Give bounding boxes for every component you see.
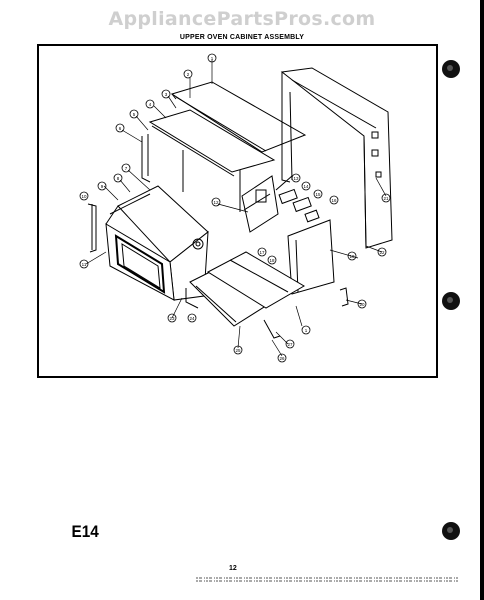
callout-number: 23 [169, 316, 175, 321]
side-panel [287, 219, 335, 295]
callout-number: 20 [359, 302, 365, 307]
page-code: E14 [71, 522, 99, 541]
callout-number: 11 [82, 262, 87, 267]
callout-number: 4 [149, 102, 152, 107]
control-bracket [241, 175, 279, 233]
components [275, 175, 320, 223]
callout-number: 10 [81, 194, 87, 199]
callout-number: 17 [259, 250, 265, 255]
callout-number: 26 [279, 356, 285, 361]
callout-number: 24 [189, 316, 195, 321]
back-panel [280, 67, 393, 249]
callout-number: 22 [379, 250, 385, 255]
callout-number: 9 [101, 184, 104, 189]
page-number: 12 [229, 565, 237, 572]
callout-number: 19 [349, 254, 355, 259]
binder-hole-top [442, 60, 460, 78]
callout-number: 12 [213, 200, 219, 205]
callout-number: 25 [235, 348, 241, 353]
rails [185, 287, 349, 339]
callout-number: 3 [165, 92, 168, 97]
binder-hole-middle [442, 292, 460, 310]
left-bracket [141, 134, 151, 183]
callout-number: 8 [117, 176, 120, 181]
callout-number: 5 [133, 112, 136, 117]
callout-number: 14 [303, 184, 309, 189]
binder-hole-bottom [442, 522, 460, 540]
hinge-strip [87, 203, 97, 253]
callout-number: 16 [331, 198, 337, 203]
top-panel [170, 81, 307, 153]
leader-lines [85, 60, 387, 357]
watermark: AppliancePartsPros.com [108, 8, 376, 30]
diagram-title: UPPER OVEN CABINET ASSEMBLY [179, 34, 305, 41]
inner-shelf [148, 109, 276, 212]
callout-number: 21 [383, 196, 389, 201]
callout-number: 6 [119, 126, 122, 131]
callout-number: 27 [287, 342, 293, 347]
callout-number: 13 [293, 176, 299, 181]
callout-number: 7 [125, 166, 128, 171]
page-edge [480, 0, 484, 600]
fine-print-illegible [196, 577, 458, 582]
callout-number: 18 [269, 258, 275, 263]
diagram-frame [37, 44, 438, 378]
callout-number: 1 [305, 328, 308, 333]
callout-number: 15 [315, 192, 321, 197]
bottom-panel [189, 251, 305, 327]
callout-number: 2 [187, 72, 190, 77]
callout-number: 1 [211, 56, 214, 61]
